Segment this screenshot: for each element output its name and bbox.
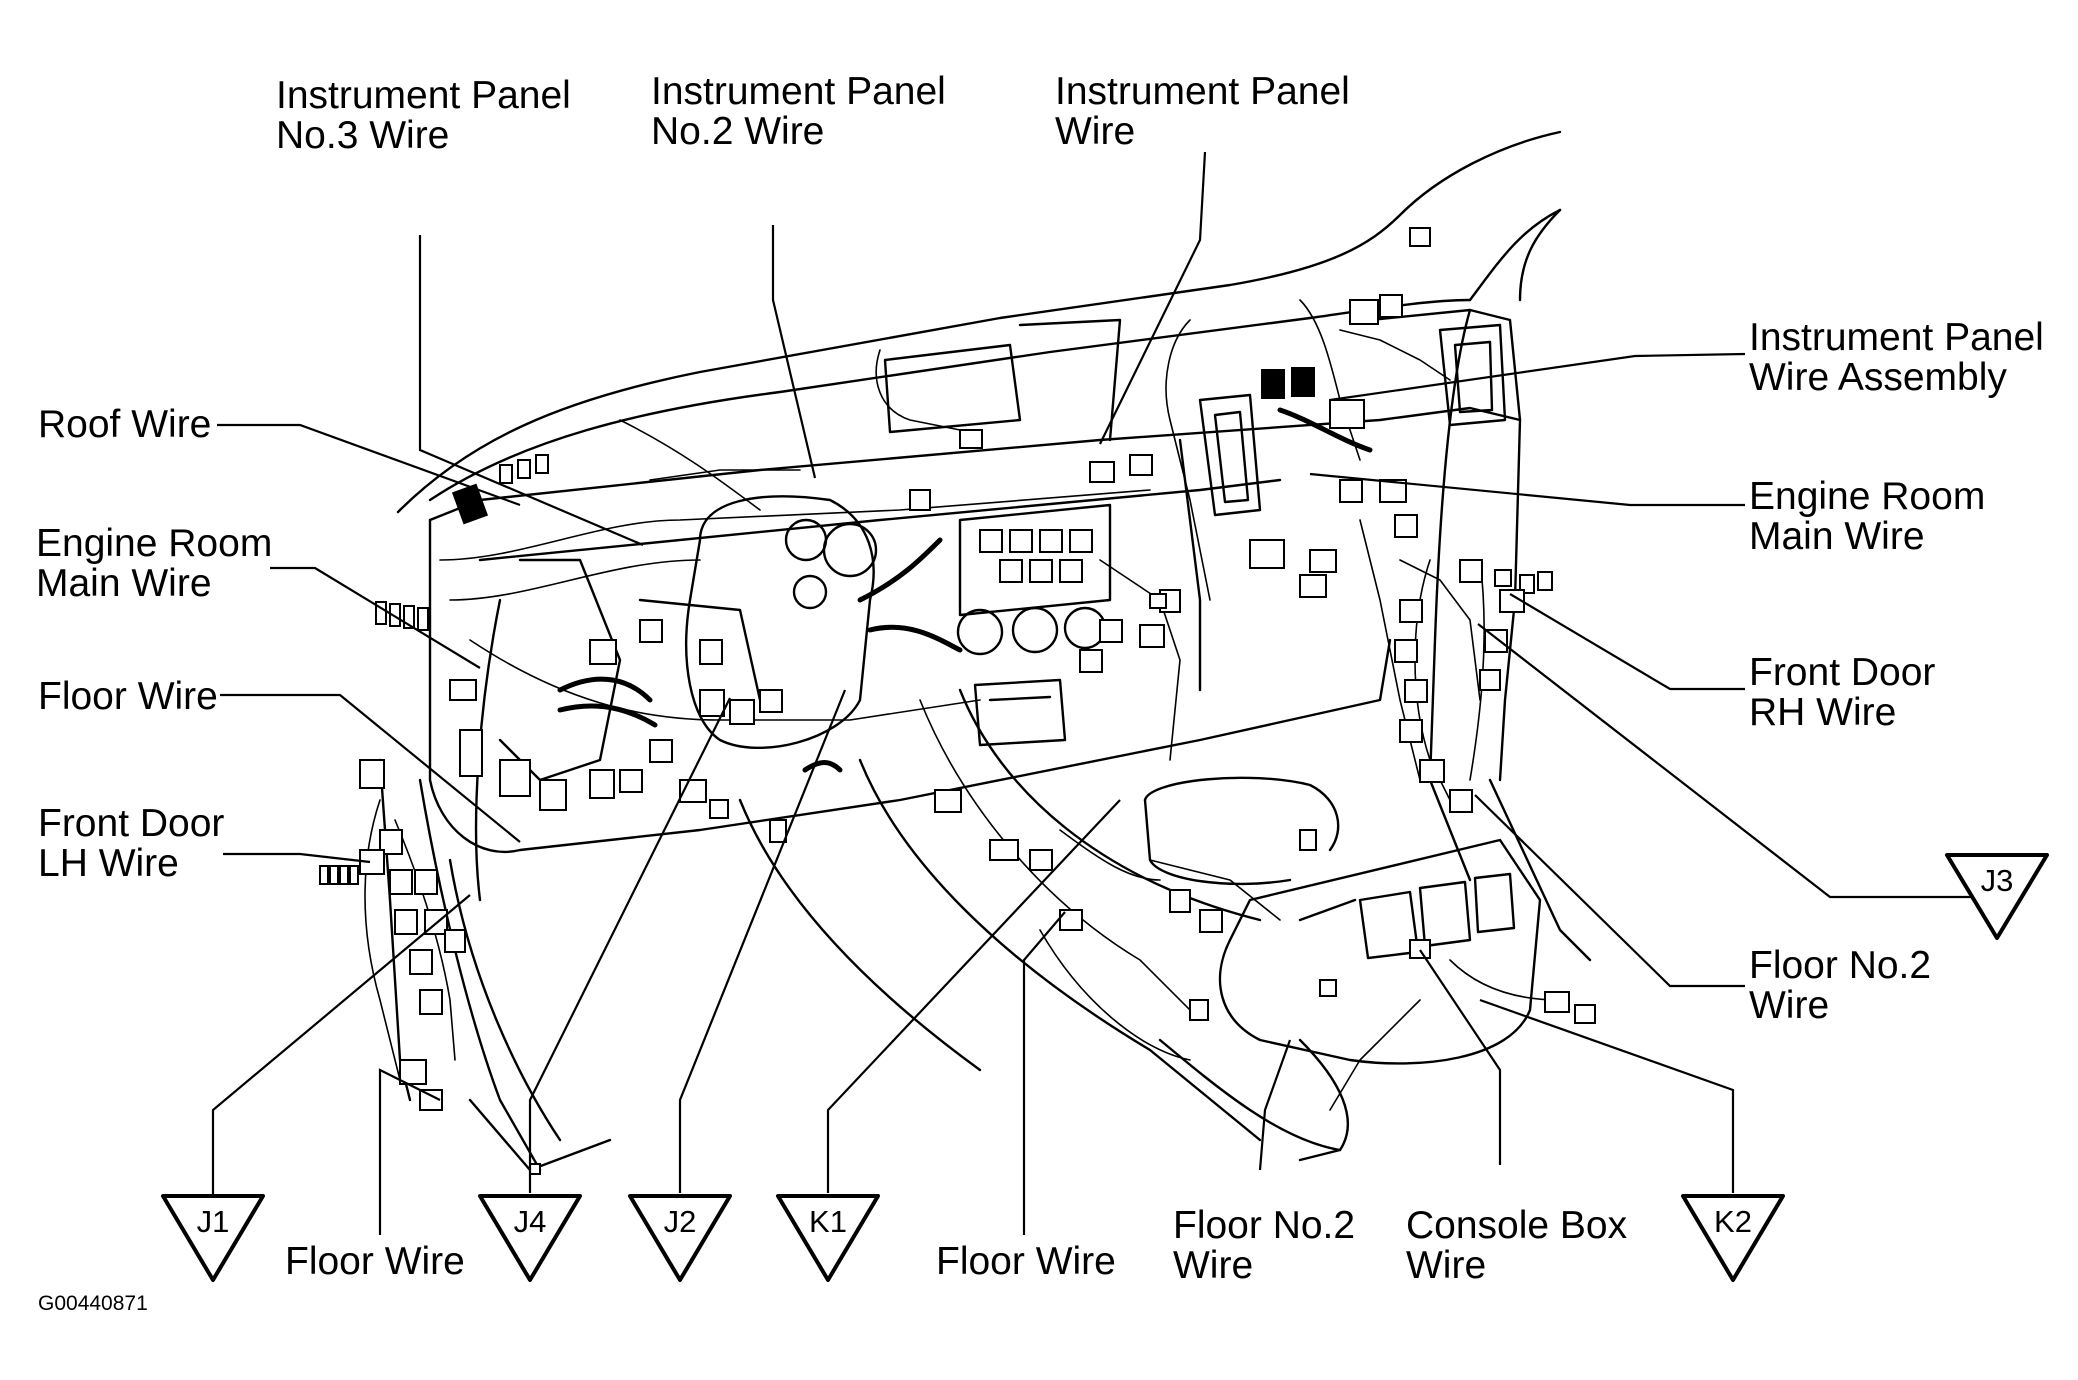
junction-j1: J1 (161, 1194, 265, 1282)
label-floor-no2-wire-bottom: Floor No.2 Wire (1173, 1204, 1366, 1287)
svg-text:K1: K1 (809, 1204, 847, 1239)
label-console-box-wire: Console Box Wire (1406, 1204, 1638, 1287)
junction-k1: K1 (776, 1194, 880, 1282)
label-instrument-panel-no2-wire: Instrument Panel No.2 Wire (651, 70, 957, 153)
svg-text:J4: J4 (514, 1204, 547, 1239)
svg-text:J2: J2 (664, 1204, 697, 1239)
label-engine-room-main-wire-left: Engine Room Main Wire (36, 522, 283, 605)
dashboard-illustration (319, 130, 1596, 1175)
junction-j4: J4 (478, 1194, 582, 1282)
label-instrument-panel-no3-wire: Instrument Panel No.3 Wire (276, 74, 582, 157)
label-floor-wire-left: Floor Wire (38, 675, 218, 718)
label-instrument-panel-wire-assembly: Instrument Panel Wire Assembly (1749, 316, 2055, 399)
svg-text:K2: K2 (1714, 1204, 1752, 1239)
label-front-door-rh-wire: Front Door RH Wire (1749, 651, 1946, 734)
junction-markers: J1 J4 J2 K1 K2 J3 (161, 853, 2049, 1282)
label-instrument-panel-wire: Instrument Panel Wire (1055, 70, 1361, 153)
label-front-door-lh-wire: Front Door LH Wire (38, 802, 235, 885)
leader-lines (211, 151, 1988, 1235)
label-floor-wire-bottom-middle: Floor Wire (936, 1240, 1116, 1283)
label-floor-wire-bottom-left: Floor Wire (285, 1240, 465, 1283)
junction-j3: J3 (1945, 853, 2049, 940)
svg-text:J3: J3 (1981, 863, 2014, 898)
junction-k2: K2 (1681, 1194, 1785, 1282)
junction-j2: J2 (628, 1194, 732, 1282)
label-roof-wire: Roof Wire (38, 403, 211, 446)
svg-text:J1: J1 (197, 1204, 230, 1239)
wire-labels: Instrument Panel No.3 Wire Instrument Pa… (36, 70, 2055, 1287)
diagram-reference-code: G00440871 (38, 1292, 148, 1315)
label-engine-room-main-wire-right: Engine Room Main Wire (1749, 475, 1996, 558)
label-floor-no2-wire-right: Floor No.2 Wire (1749, 944, 1942, 1027)
